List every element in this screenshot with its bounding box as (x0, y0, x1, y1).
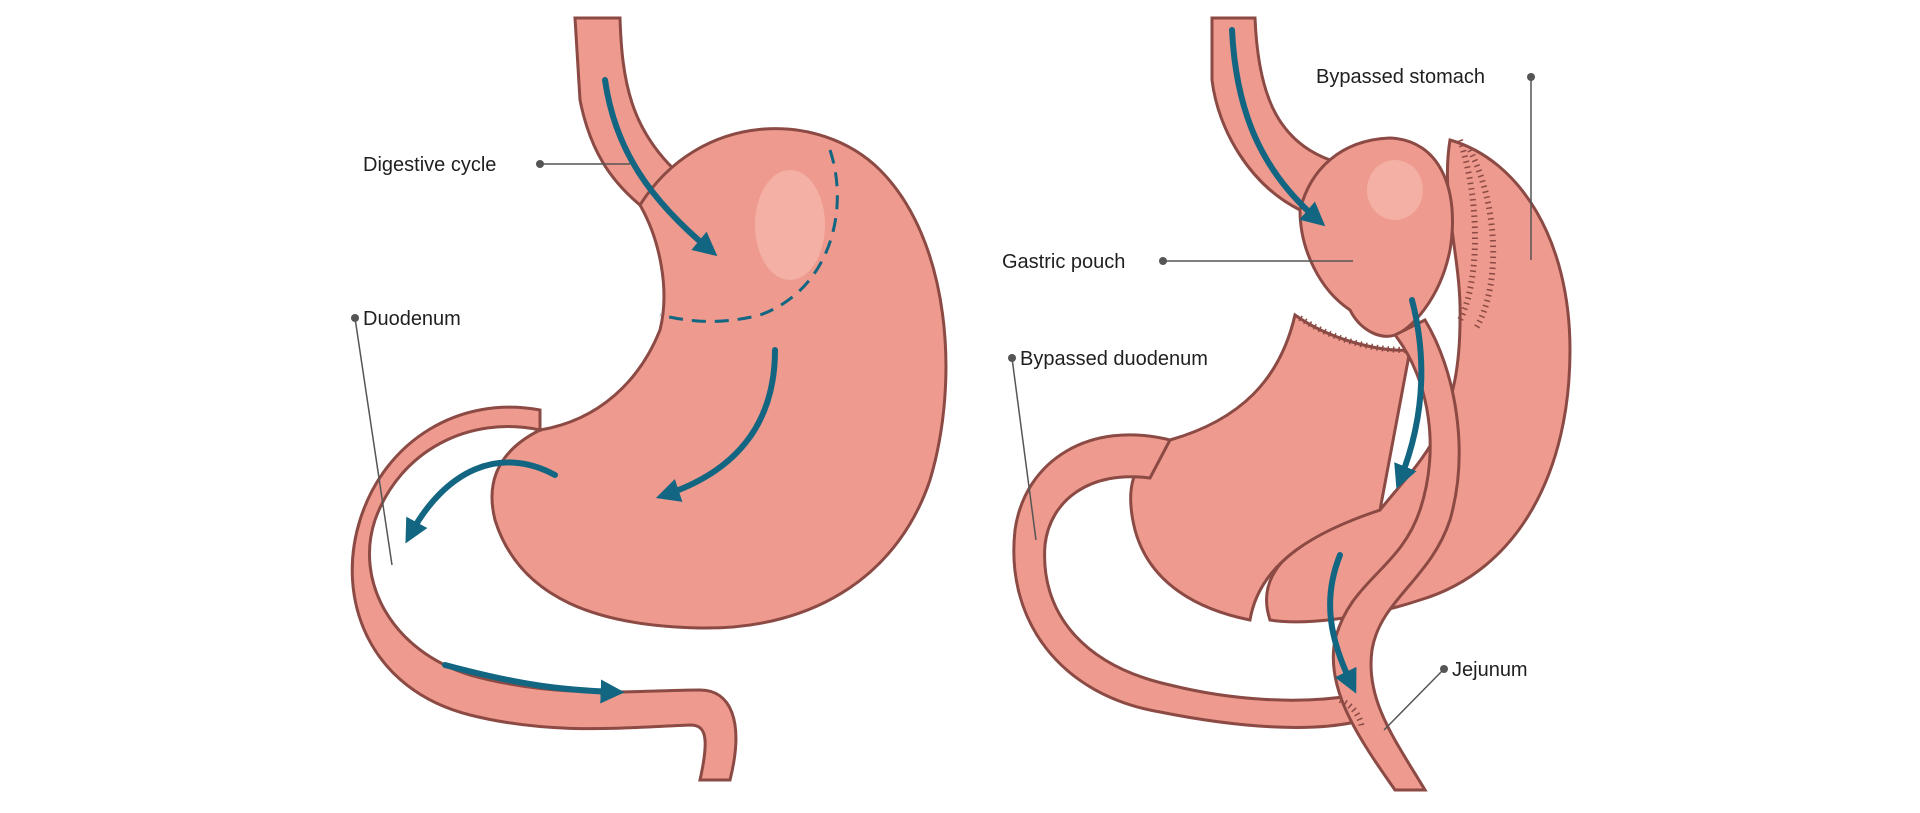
leader-line-jejunum (1383, 668, 1445, 731)
label-gastric-pouch: Gastric pouch (1002, 251, 1125, 273)
staple-line-lower (1298, 315, 1406, 353)
left-dashed-line (659, 149, 839, 323)
normal-stomach-illustration: Digestive cycle Duodenum (350, 16, 948, 782)
left-arrow-stomach-down (655, 347, 778, 502)
label-digestive-cycle: Digestive cycle (363, 154, 496, 176)
left-arrow-intestine (442, 662, 625, 704)
left-stomach-highlight (755, 170, 825, 280)
leader-line-duodenum (354, 317, 393, 566)
staple-line-anastomosis (1338, 697, 1365, 729)
label-duodenum: Duodenum (363, 308, 461, 330)
right-arrow-pouch-to-limb (1394, 297, 1425, 489)
bypass-stomach-illustration: Bypassed stomach Gastric pouch Bypassed … (1002, 16, 1572, 792)
label-bypassed-duodenum: Bypassed duodenum (1020, 348, 1208, 370)
right-roux-limb (1331, 318, 1461, 792)
right-arrow-esophagus (1229, 27, 1326, 227)
label-bypassed-stomach: Bypassed stomach (1316, 66, 1485, 88)
staple-line-pouch (1457, 139, 1478, 322)
right-arrow-limb-down (1327, 552, 1357, 694)
left-arrow-esophagus (602, 77, 718, 257)
right-pouch-highlight (1367, 160, 1423, 220)
left-stomach-body (490, 127, 948, 630)
label-jejunum: Jejunum (1452, 659, 1528, 681)
left-arrow-to-duodenum (405, 459, 558, 544)
right-bypassed-stomach (1265, 138, 1572, 624)
leader-line-bypassed-duodenum (1011, 357, 1037, 541)
right-bypassed-duodenum-tube (1012, 433, 1357, 729)
left-duodenum-tube (350, 405, 738, 782)
